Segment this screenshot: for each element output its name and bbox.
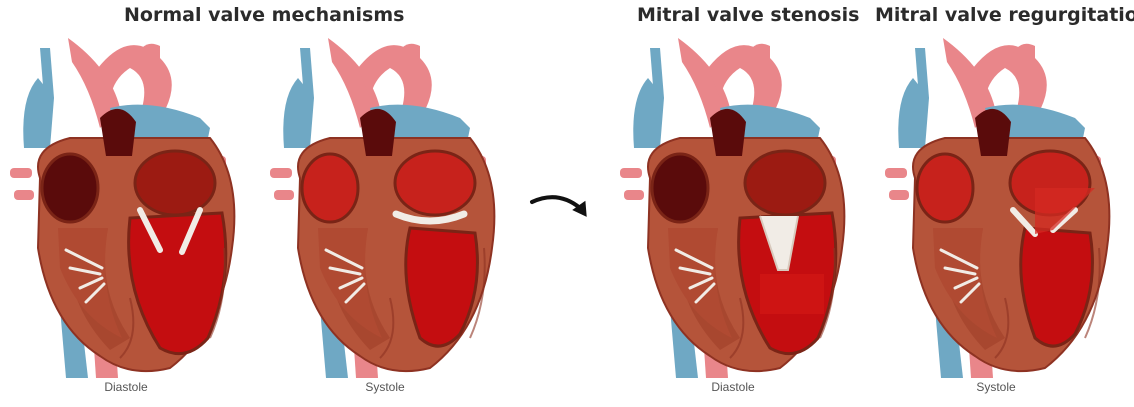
caption-systole-regurgitation: Systole — [976, 380, 1015, 394]
title-mitral-stenosis: Mitral valve stenosis — [637, 4, 859, 26]
title-mitral-regurgitation: Mitral valve regurgitation — [875, 4, 1134, 26]
heart-stenosis-icon — [620, 38, 870, 378]
title-normal-valve: Normal valve mechanisms — [124, 4, 404, 26]
heart-regurgitation-icon — [885, 38, 1134, 378]
heart-systole-icon — [270, 38, 520, 378]
heart-diastole-icon — [10, 38, 260, 378]
caption-diastole-normal: Diastole — [104, 380, 147, 394]
curved-arrow-icon — [528, 186, 598, 226]
caption-systole-normal: Systole — [365, 380, 404, 394]
caption-diastole-stenosis: Diastole — [711, 380, 754, 394]
